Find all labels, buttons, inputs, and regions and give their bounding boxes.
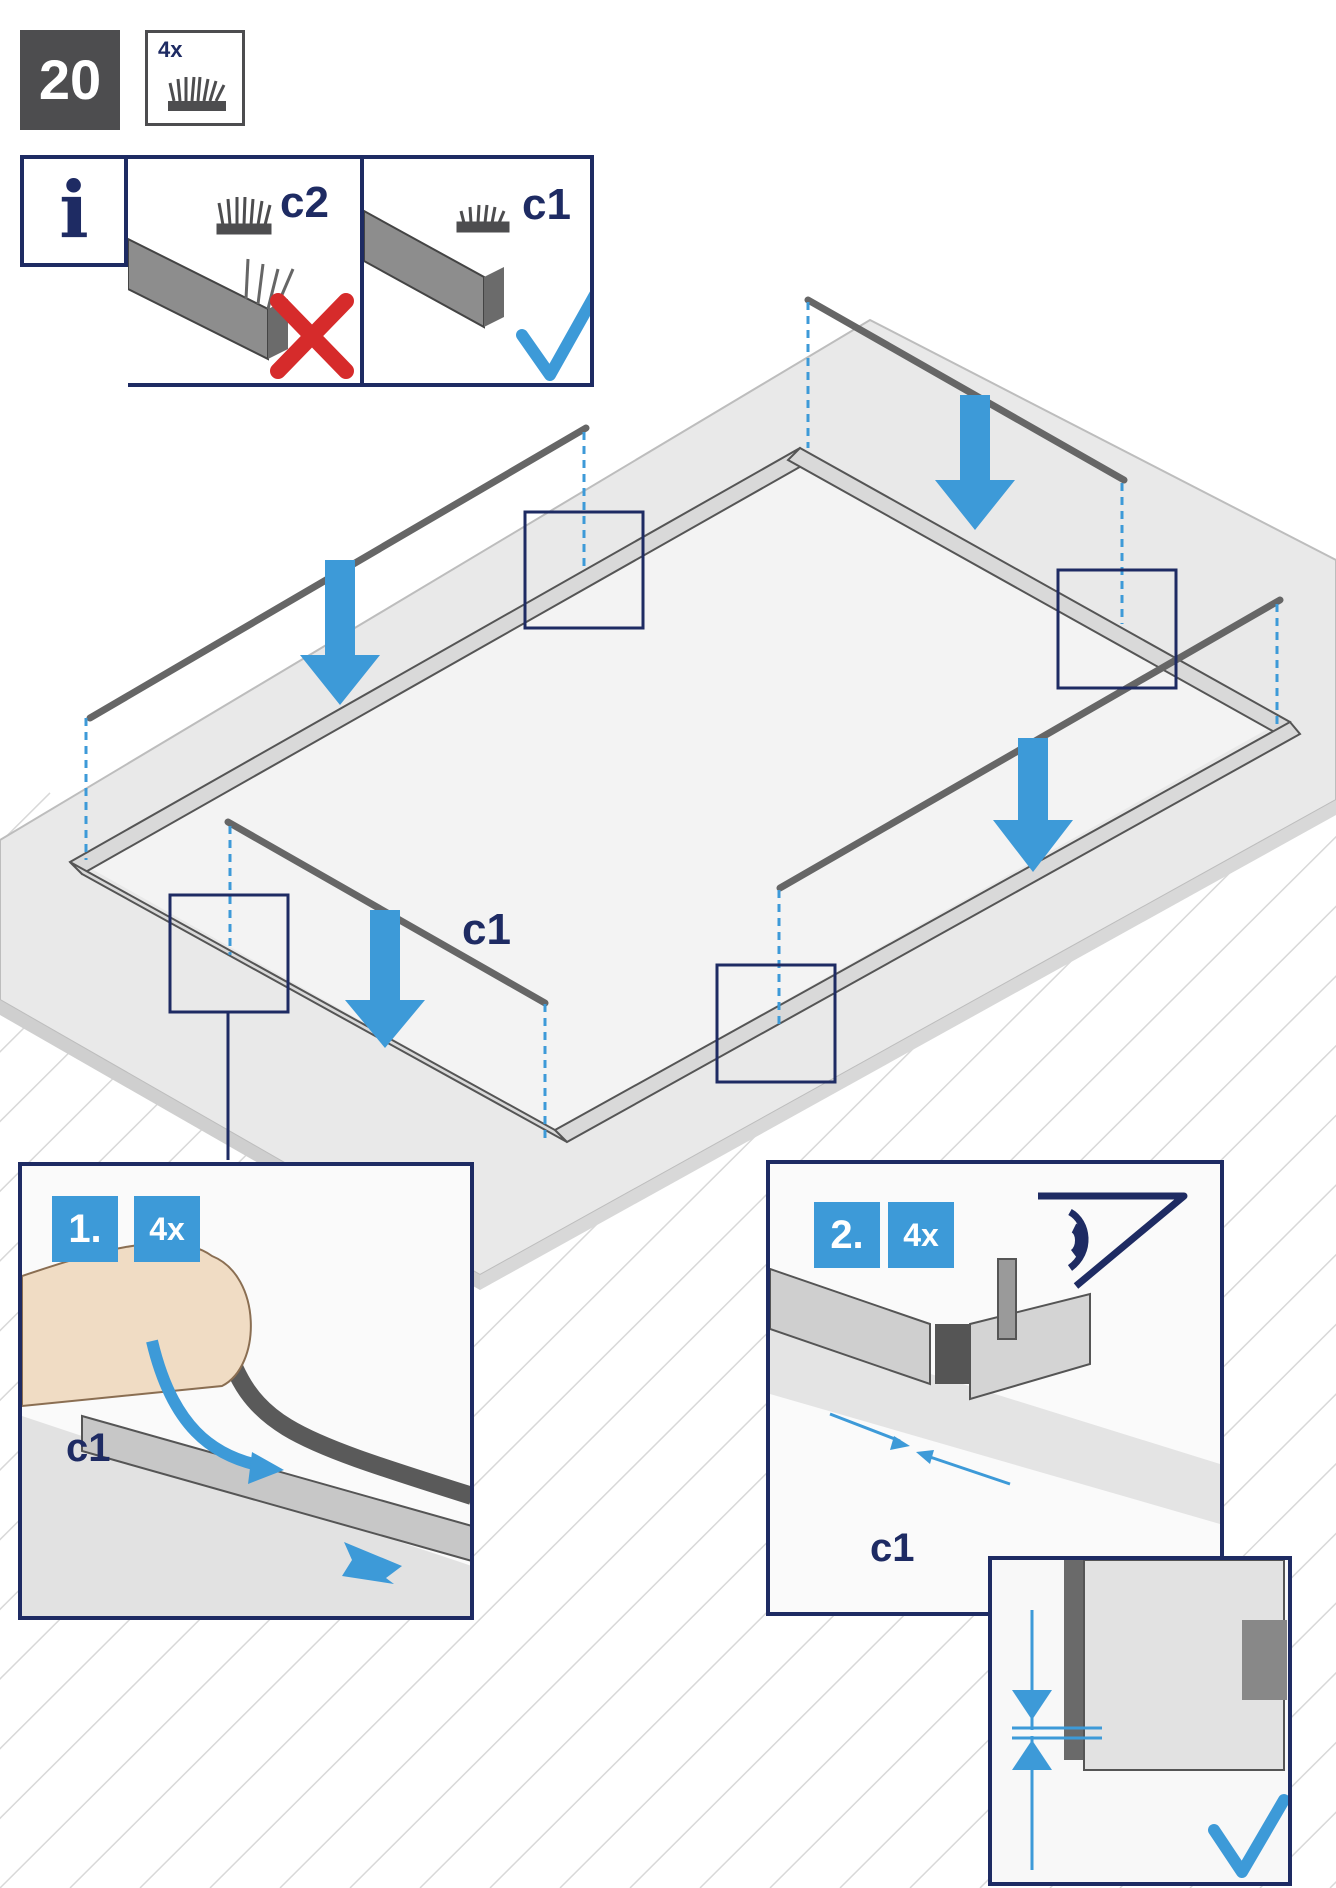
brush-strip-2 [804, 296, 1128, 484]
guide-lines [84, 302, 1279, 1138]
check-icon [516, 291, 590, 381]
parts-quantity: 4x [158, 37, 183, 62]
marker-2 [1056, 568, 1178, 690]
eye-view-icon [1038, 1192, 1188, 1289]
detail-1-part-label: c1 [66, 1426, 111, 1470]
marker-4 [715, 963, 837, 1084]
info-icon-box: i [20, 155, 128, 267]
arrow-2 [935, 395, 1015, 530]
brush-profile-c1 [364, 204, 510, 329]
detail-panel-2: 2. 4x c1 [766, 1160, 1224, 1616]
arrow-4 [993, 738, 1073, 872]
rail-front-right [553, 720, 1302, 1144]
arrow-3 [345, 910, 425, 1048]
gap-zoom-illustration [992, 1560, 1288, 1882]
arrow-1 [300, 560, 380, 705]
info-right-panel: c1 [360, 155, 594, 387]
detail-panel-1: 1. 4x c1 [18, 1162, 474, 1620]
detail-panel-2-zoom [988, 1556, 1292, 1886]
marker-1 [523, 510, 645, 630]
info-icon: i [59, 165, 89, 256]
detail-2-quantity: 4x [888, 1202, 954, 1268]
hand-install-illustration [22, 1166, 470, 1616]
base-plate-edge-right [480, 800, 1336, 1290]
brush-strip-icon [168, 76, 226, 111]
step-number: 20 [20, 30, 120, 130]
detail-2-step: 2. [814, 1202, 880, 1268]
right-part-label: c1 [522, 180, 571, 229]
detail-2-part-label: c1 [870, 1526, 915, 1570]
detail-1-step: 1. [52, 1196, 118, 1262]
parts-needed-box: 4x [145, 30, 245, 126]
down-arrows [300, 395, 1073, 1048]
detail-markers [168, 510, 1178, 1160]
wrong-part-label: c2 [280, 178, 329, 227]
detail-1-quantity: 4x [134, 1196, 200, 1262]
info-wrong-panel: c2 [128, 155, 364, 387]
main-part-label: c1 [462, 905, 511, 954]
brush-profile-c2 [128, 196, 295, 361]
cross-icon [270, 293, 354, 379]
